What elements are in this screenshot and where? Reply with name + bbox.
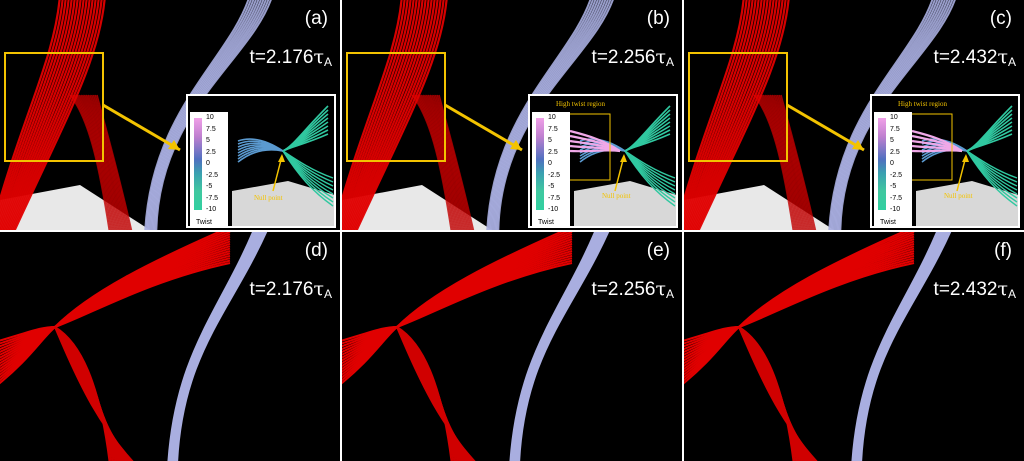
colorbar-title: Twist xyxy=(538,219,554,226)
colorbar-tick: 10 xyxy=(548,114,556,121)
panel-5: (e) t=2.256τA xyxy=(342,232,682,461)
inset-render xyxy=(565,105,676,226)
colorbar-tick: -5 xyxy=(890,183,897,190)
fieldline-render xyxy=(0,0,272,230)
zoom-arrow xyxy=(102,103,181,152)
colorbar-tick: 5 xyxy=(206,137,210,144)
fieldline-render xyxy=(0,232,268,461)
time-value: t=2.256 xyxy=(591,47,656,68)
colorbar-tick: 7.5 xyxy=(890,125,900,133)
colorbar-tick: -2.5 xyxy=(548,171,561,179)
panel-time: t=2.176τA xyxy=(250,278,332,301)
time-value: t=2.432 xyxy=(933,47,998,68)
colorbar-tick: 7.5 xyxy=(206,125,216,133)
time-value: t=2.256 xyxy=(591,279,656,300)
panel-4: (d) t=2.176τA xyxy=(0,232,340,461)
zoom-box xyxy=(346,52,446,162)
panel-time: t=2.256τA xyxy=(592,46,674,69)
panel-label: (b) xyxy=(646,8,670,29)
colorbar-tick: 2.5 xyxy=(206,148,216,156)
time-unit: A xyxy=(323,55,332,69)
twist-colorbar xyxy=(194,118,202,210)
panel-label: (e) xyxy=(646,240,670,261)
colorbar-tick: 2.5 xyxy=(548,148,558,156)
tau-symbol: τ xyxy=(997,278,1008,300)
colorbar-tick: 2.5 xyxy=(890,148,900,156)
null-point-label: Null point xyxy=(944,192,973,200)
colorbar-tick: -7.5 xyxy=(206,194,219,202)
colorbar-tick: 0 xyxy=(206,160,210,167)
colorbar-tick: 10 xyxy=(206,114,214,121)
colorbar-tick: -7.5 xyxy=(548,194,561,202)
tau-symbol: τ xyxy=(655,46,666,68)
colorbar-tick: -5 xyxy=(548,183,555,190)
inset-render xyxy=(907,105,1018,226)
panel-6: (f) t=2.432τA xyxy=(684,232,1024,461)
colorbar-title: Twist xyxy=(880,219,896,226)
colorbar-tick: -10 xyxy=(548,206,559,213)
colorbar-tick: -2.5 xyxy=(206,171,219,179)
tau-symbol: τ xyxy=(997,46,1008,68)
colorbar-tick: -10 xyxy=(890,206,901,213)
fieldline-render xyxy=(684,0,956,230)
panel-label: (f) xyxy=(994,240,1012,261)
colorbar-tick: 7.5 xyxy=(548,125,558,133)
panel-time: t=2.432τA xyxy=(934,46,1016,69)
panel-label: (d) xyxy=(304,240,328,261)
zoom-arrow xyxy=(444,103,523,152)
colorbar-tick: 5 xyxy=(890,137,894,144)
zoom-box xyxy=(688,52,788,162)
colorbar-tick: -7.5 xyxy=(890,194,903,202)
panel-time: t=2.176τA xyxy=(250,46,332,69)
colorbar-tick: 0 xyxy=(548,160,552,167)
fieldline-render xyxy=(342,232,610,461)
time-unit: A xyxy=(665,55,674,69)
colorbar-title: Twist xyxy=(196,219,212,226)
panel-label: (c) xyxy=(989,8,1012,29)
null-point-label: Null point xyxy=(254,194,283,202)
colorbar-tick: 10 xyxy=(890,114,898,121)
time-value: t=2.176 xyxy=(249,47,314,68)
high-twist-label: High twist region xyxy=(898,100,947,108)
fieldline-render xyxy=(684,232,952,461)
twist-colorbar xyxy=(878,118,886,210)
panel-label: (a) xyxy=(304,8,328,29)
time-unit: A xyxy=(323,287,332,301)
tau-symbol: τ xyxy=(313,46,324,68)
time-unit: A xyxy=(1007,287,1016,301)
null-point-label: Null point xyxy=(602,192,631,200)
colorbar-tick: -2.5 xyxy=(890,171,903,179)
panel-time: t=2.432τA xyxy=(934,278,1016,301)
time-unit: A xyxy=(665,287,674,301)
inset-render xyxy=(232,105,334,226)
zoom-box xyxy=(4,52,104,162)
zoom-arrow xyxy=(786,103,865,152)
time-value: t=2.432 xyxy=(933,279,998,300)
panel-time: t=2.256τA xyxy=(592,278,674,301)
colorbar-tick: 0 xyxy=(890,160,894,167)
twist-colorbar xyxy=(536,118,544,210)
colorbar-tick: -5 xyxy=(206,183,213,190)
time-value: t=2.176 xyxy=(249,279,314,300)
tau-symbol: τ xyxy=(655,278,666,300)
colorbar-tick: -10 xyxy=(206,206,217,213)
time-unit: A xyxy=(1007,55,1016,69)
colorbar-tick: 5 xyxy=(548,137,552,144)
high-twist-label: High twist region xyxy=(556,100,605,108)
tau-symbol: τ xyxy=(313,278,324,300)
